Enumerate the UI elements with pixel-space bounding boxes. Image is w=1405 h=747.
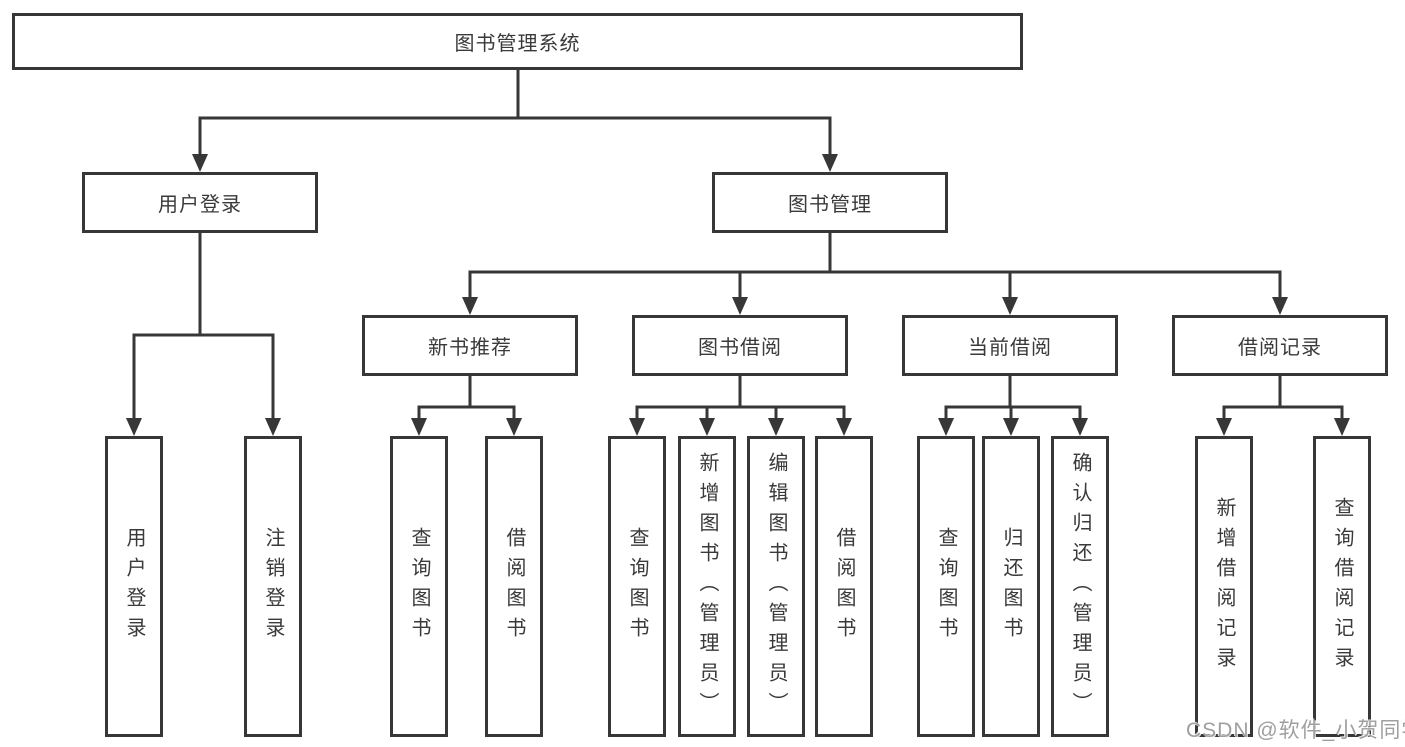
node-current-borrow-label: 当前借阅	[968, 337, 1052, 359]
leaf-query-books-borrow-label: 查询图书	[626, 526, 648, 647]
node-book-management-label: 图书管理	[788, 194, 872, 216]
leaf-borrow-books-label: 借阅图书	[833, 526, 855, 647]
leaf-query-borrow-record-label: 查询借阅记录	[1331, 496, 1353, 677]
node-book-management: 图书管理	[712, 172, 948, 233]
node-new-book-recommend: 新书推荐	[362, 315, 578, 376]
leaf-confirm-return-admin-label: 确认归还（管理员）	[1069, 451, 1091, 722]
leaf-borrow-books: 借阅图书	[815, 436, 873, 737]
leaf-return-books-label: 归还图书	[1000, 526, 1022, 647]
leaf-user-login: 用户登录	[105, 436, 163, 737]
leaf-add-books-admin-label: 新增图书（管理员）	[696, 451, 718, 722]
csdn-watermark: CSDN @软件_小贺同学	[1186, 719, 1405, 742]
node-book-borrow: 图书借阅	[632, 315, 848, 376]
leaf-add-borrow-record: 新增借阅记录	[1195, 436, 1253, 737]
leaf-return-books: 归还图书	[982, 436, 1040, 737]
node-borrow-records-label: 借阅记录	[1238, 337, 1322, 359]
leaf-query-books-recommend: 查询图书	[390, 436, 448, 737]
leaf-query-books-current-label: 查询图书	[935, 526, 957, 647]
leaf-query-books-borrow: 查询图书	[608, 436, 666, 737]
node-new-book-recommend-label: 新书推荐	[428, 337, 512, 359]
node-root-system: 图书管理系统	[12, 13, 1023, 70]
node-book-borrow-label: 图书借阅	[698, 337, 782, 359]
leaf-query-books-current: 查询图书	[917, 436, 975, 737]
node-borrow-records: 借阅记录	[1172, 315, 1388, 376]
leaf-borrow-books-recommend: 借阅图书	[485, 436, 543, 737]
leaf-logout-label: 注销登录	[262, 526, 284, 647]
leaf-edit-books-admin: 编辑图书（管理员）	[747, 436, 805, 737]
connectors-group	[126, 68, 1350, 436]
node-current-borrow: 当前借阅	[902, 315, 1118, 376]
leaf-edit-books-admin-label: 编辑图书（管理员）	[765, 451, 787, 722]
leaf-query-books-recommend-label: 查询图书	[408, 526, 430, 647]
node-user-login-label: 用户登录	[158, 194, 242, 216]
node-user-login: 用户登录	[82, 172, 318, 233]
leaf-user-login-label: 用户登录	[123, 526, 145, 647]
node-root-system-label: 图书管理系统	[454, 33, 581, 55]
leaf-query-borrow-record: 查询借阅记录	[1313, 436, 1371, 737]
leaf-add-books-admin: 新增图书（管理员）	[678, 436, 736, 737]
leaf-add-borrow-record-label: 新增借阅记录	[1213, 496, 1235, 677]
leaf-logout: 注销登录	[244, 436, 302, 737]
leaf-borrow-books-recommend-label: 借阅图书	[503, 526, 525, 647]
leaf-confirm-return-admin: 确认归还（管理员）	[1051, 436, 1109, 737]
